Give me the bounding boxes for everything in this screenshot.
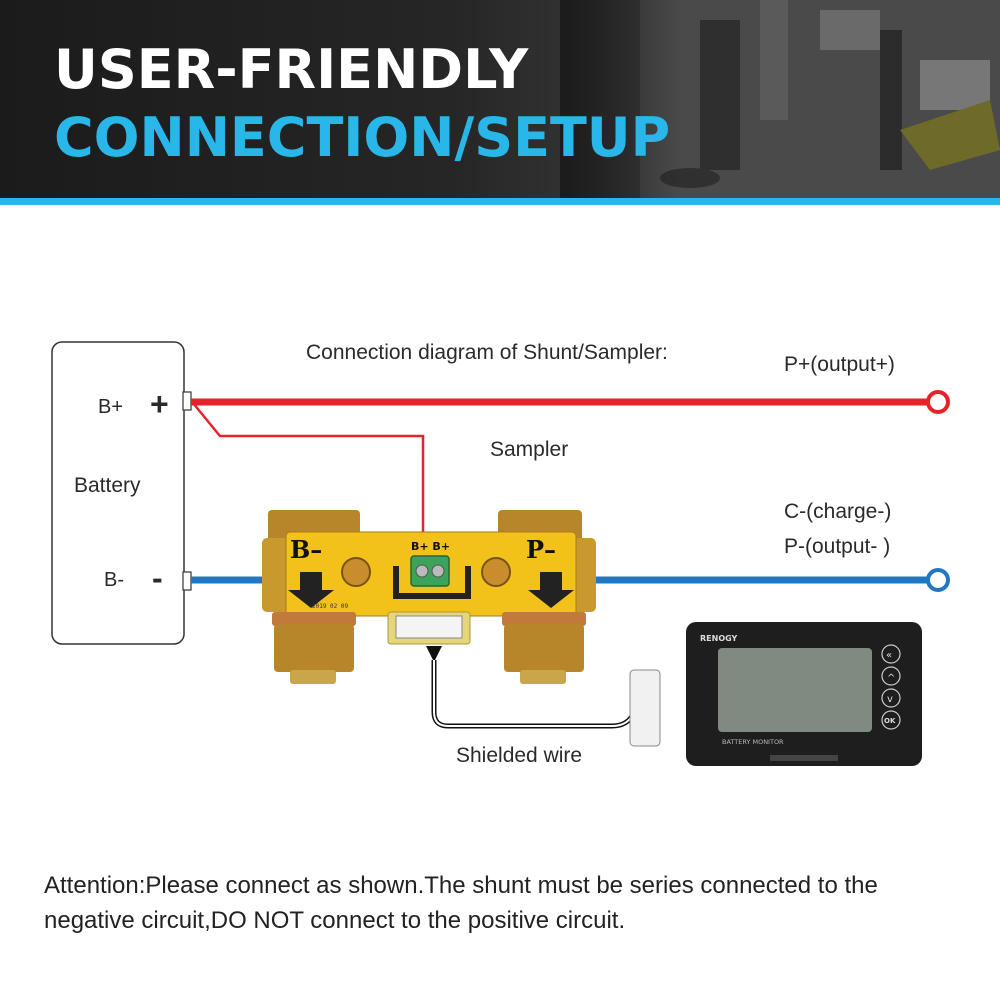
header-banner: USER-FRIENDLY CONNECTION/SETUP [0,0,1000,198]
monitor-up-button[interactable] [881,666,901,686]
banner-title-line2: CONNECTION/SETUP [54,106,671,169]
label-sampler: Sampler [490,438,569,461]
diagram-heading: Connection diagram of Shunt/Sampler: [306,341,668,364]
monitor-ok-button-label: OK [884,717,896,725]
monitor-back-button[interactable] [881,644,901,664]
washer-left [272,612,356,626]
monitor-side-connector [629,669,661,747]
label-battery: Battery [74,474,141,497]
banner-background-machinery [560,0,1000,198]
battery-negative-post [182,571,192,591]
bottom-nut-left [274,624,354,672]
label-shielded-wire: Shielded wire [456,744,583,767]
monitor-lcd-screen [718,648,872,732]
washer-right [502,612,586,626]
banner-accent-stripe [0,198,1000,205]
shunt-arrow-right [528,572,574,608]
wire-tip-left [426,646,442,662]
monitor-down-button-label: v [887,694,893,705]
sampler-wire [192,402,425,548]
shunt-bracket [393,566,471,599]
shunt-date-code: 2019 02 09 [312,603,349,610]
label-positive-output: P+(output+) [784,353,895,376]
battery-positive-post [182,391,192,411]
label-battery-negative: B- [104,569,124,591]
attention-note: Attention:Please connect as shown.The sh… [44,872,878,934]
monitor-up-button-label: ^ [887,673,895,684]
monitor-vent [770,755,838,761]
battery-box [51,341,185,645]
monitor-model-label: BATTERY MONITOR [722,738,784,746]
shunt-screw-right [481,557,511,587]
terminal-screw-1 [415,564,429,578]
label-charge-negative: C-(charge-) [784,500,892,523]
shunt-white-connector [395,615,463,639]
bolt-right [520,670,566,684]
monitor-back-button-label: « [886,650,892,661]
shunt-arrow-left [288,572,334,608]
bolt-left [290,670,336,684]
green-terminal-block [410,555,450,587]
banner-title-line1: USER-FRIENDLY [54,38,529,101]
shunt-screw-left [341,557,371,587]
terminal-screw-2 [431,564,445,578]
bottom-nut-right [504,624,584,672]
negative-output-ring [926,568,950,592]
shielded-wire-inner [433,660,633,727]
monitor-down-button[interactable] [881,688,901,708]
shunt-marking-b-minus: B– [290,535,322,564]
label-battery-positive: B+ [98,396,124,418]
plus-symbol: + [150,386,169,422]
battery-monitor: RENOGY BATTERY MONITOR « ^ v OK [686,622,922,766]
shunt-terminal-labels: B+ B+ [411,540,450,553]
monitor-brand: RENOGY [700,634,738,643]
shunt-marking-p-minus: P– [526,535,556,564]
monitor-ok-button[interactable] [881,710,901,730]
shunt-sampler: B– P– B+ B+ 2019 02 09 [262,510,596,684]
label-output-negative: P-(output- ) [784,535,891,558]
minus-symbol: - [152,560,163,596]
positive-output-ring [926,390,950,414]
